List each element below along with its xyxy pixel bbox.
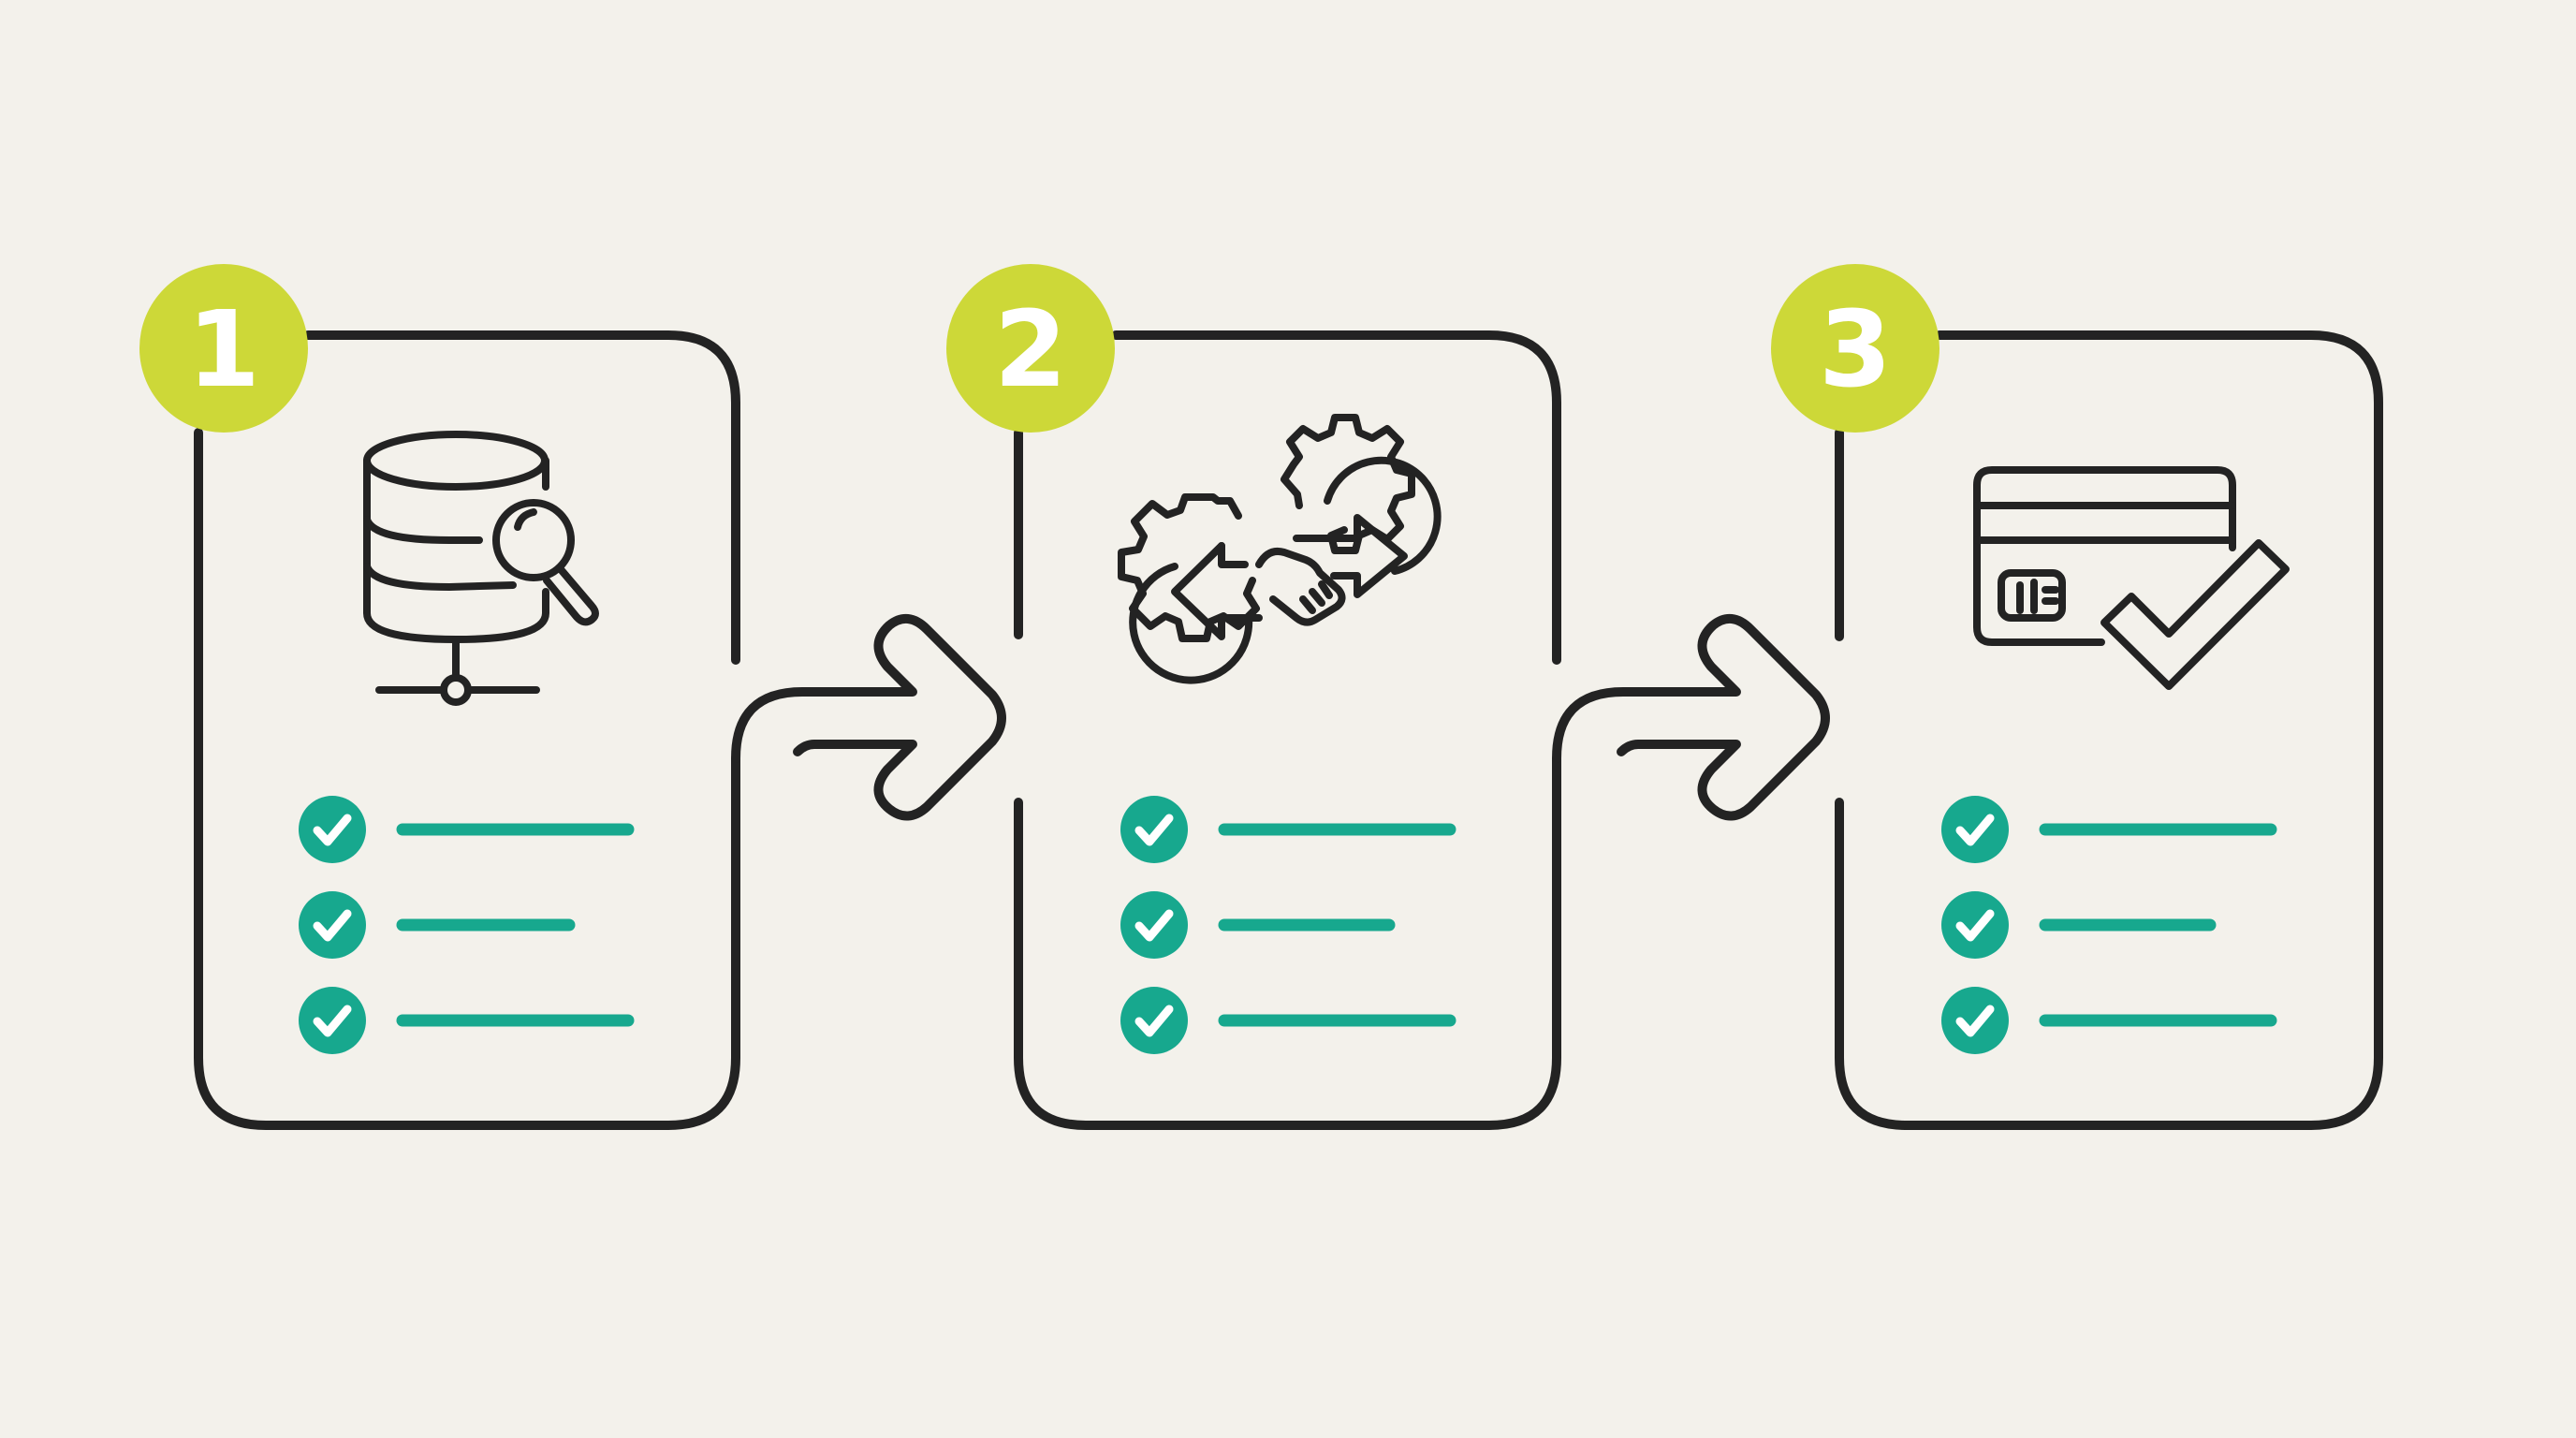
step-card-3	[1835, 330, 2383, 1130]
step-badge-1	[139, 264, 308, 433]
step-badge-2	[946, 264, 1115, 433]
step-number-2: 2	[994, 289, 1067, 411]
checklist-step-2	[1120, 796, 1456, 1054]
check-circle-icon	[1120, 891, 1188, 959]
step-card-1	[194, 330, 740, 1130]
gears-handshake-icon	[1118, 414, 1442, 684]
check-circle-icon	[1120, 796, 1188, 863]
check-circle-icon	[1941, 796, 2009, 863]
step-number-3: 3	[1819, 289, 1892, 411]
check-circle-icon	[1120, 987, 1188, 1054]
check-circle-icon	[299, 987, 366, 1054]
connector-arrow-1-to-2	[731, 614, 1006, 821]
check-circle-icon	[299, 891, 366, 959]
step-number-1: 1	[187, 289, 260, 411]
checklist-step-1	[299, 796, 635, 1054]
step-card-2	[1014, 330, 1561, 1130]
check-circle-icon	[1941, 987, 2009, 1054]
check-circle-icon	[1941, 891, 2009, 959]
connector-arrow-2-to-3	[1552, 614, 1830, 821]
checklist-step-3	[1941, 796, 2277, 1054]
step-badge-3	[1771, 264, 1939, 433]
credit-card-approved-icon	[1973, 466, 2290, 690]
database-search-icon	[363, 431, 599, 706]
check-circle-icon	[299, 796, 366, 863]
